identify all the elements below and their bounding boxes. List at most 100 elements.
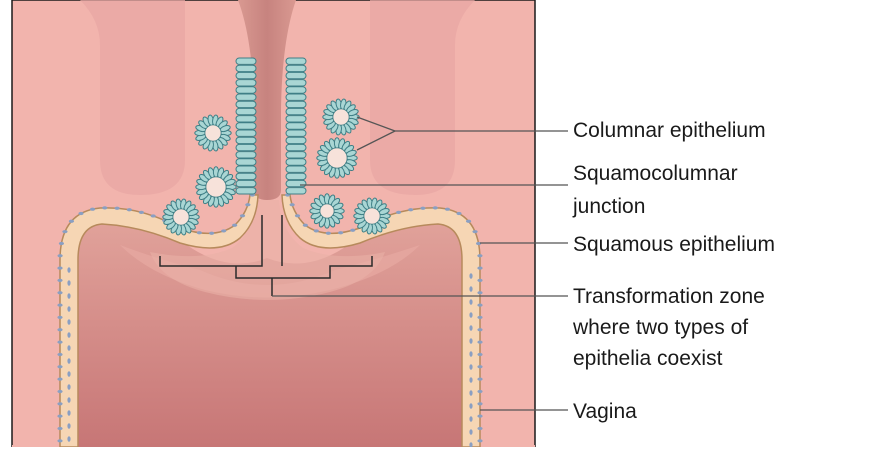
cell-nucleus	[57, 390, 62, 393]
cell-nucleus	[477, 279, 482, 282]
cell-nucleus	[245, 203, 250, 206]
columnar-cell	[236, 116, 256, 122]
label-squamocolumnar-junction-line2: junction	[573, 195, 645, 219]
cell-nucleus	[67, 306, 70, 312]
columnar-cell	[286, 152, 306, 158]
cell-nucleus	[477, 439, 482, 442]
cell-nucleus	[57, 328, 62, 331]
columnar-cell	[286, 72, 306, 78]
cell-nucleus	[114, 207, 119, 210]
label-squamous-epithelium: Squamous epithelium	[573, 233, 775, 257]
cell-nucleus	[396, 211, 401, 214]
cell-nucleus	[67, 358, 70, 364]
cell-nucleus	[338, 231, 343, 234]
columnar-cell	[286, 123, 306, 129]
cell-nucleus	[67, 267, 70, 273]
columnar-cell	[286, 116, 306, 122]
cell-nucleus	[477, 390, 482, 393]
cell-nucleus	[57, 341, 62, 344]
columnar-cell	[236, 80, 256, 86]
cell-nucleus	[67, 423, 70, 429]
cell-nucleus	[62, 230, 67, 233]
columnar-cell	[286, 137, 306, 143]
columnar-cell	[286, 173, 306, 179]
cell-nucleus	[469, 416, 472, 422]
columnar-cell	[236, 94, 256, 100]
cell-nucleus	[472, 230, 477, 233]
cell-nucleus	[57, 279, 62, 282]
cell-nucleus	[477, 353, 482, 356]
columnar-cell	[286, 188, 306, 194]
columnar-cells-left	[236, 58, 256, 194]
cell-nucleus	[477, 365, 482, 368]
cell-nucleus	[469, 364, 472, 370]
cell-nucleus	[469, 390, 472, 396]
cell-nucleus	[57, 439, 62, 442]
cell-nucleus	[240, 214, 245, 217]
columnar-cell	[236, 87, 256, 93]
columnar-cell	[286, 65, 306, 71]
gland	[163, 199, 199, 236]
gland	[310, 194, 344, 228]
gland	[195, 115, 231, 152]
cell-nucleus	[67, 384, 70, 390]
columnar-cell	[236, 173, 256, 179]
columnar-cell	[286, 87, 306, 93]
gland-lumen	[327, 148, 347, 168]
cell-nucleus	[127, 208, 132, 211]
label-vagina: Vagina	[573, 400, 637, 424]
cell-nucleus	[469, 325, 472, 331]
cell-nucleus	[57, 427, 62, 430]
gland-lumen	[333, 109, 349, 125]
cell-nucleus	[67, 410, 70, 416]
label-squamocolumnar-junction-line1: Squamocolumnar	[573, 162, 738, 186]
cell-nucleus	[456, 212, 461, 215]
columnar-cell	[236, 123, 256, 129]
cell-nucleus	[197, 231, 202, 234]
cell-nucleus	[445, 208, 450, 211]
cell-nucleus	[221, 229, 226, 232]
cell-nucleus	[477, 254, 482, 257]
cell-nucleus	[469, 338, 472, 344]
cell-nucleus	[67, 397, 70, 403]
cell-nucleus	[67, 293, 70, 299]
cell-nucleus	[59, 242, 64, 245]
cell-nucleus	[469, 312, 472, 318]
gland-lumen	[206, 177, 226, 197]
columnar-cell	[286, 159, 306, 165]
columnar-cells-right	[286, 58, 306, 194]
columnar-cell	[286, 144, 306, 150]
cell-nucleus	[69, 220, 74, 223]
cell-nucleus	[139, 211, 144, 214]
columnar-cell	[286, 180, 306, 186]
columnar-cell	[236, 101, 256, 107]
gland-lumen	[205, 125, 221, 141]
columnar-cell	[236, 188, 256, 194]
label-transformation-zone-line2: where two types of	[573, 316, 748, 340]
cell-nucleus	[57, 365, 62, 368]
cell-nucleus	[477, 303, 482, 306]
gland	[323, 99, 359, 136]
cell-nucleus	[57, 316, 62, 319]
cell-nucleus	[57, 415, 62, 418]
columnar-cell	[236, 130, 256, 136]
cell-nucleus	[326, 232, 331, 235]
cell-nucleus	[469, 273, 472, 279]
cell-nucleus	[232, 224, 237, 227]
cell-nucleus	[57, 378, 62, 381]
cell-nucleus	[433, 206, 438, 209]
cell-nucleus	[469, 403, 472, 409]
cell-nucleus	[67, 319, 70, 325]
cell-nucleus	[67, 436, 70, 442]
cell-nucleus	[78, 212, 83, 215]
gland-lumen	[320, 204, 334, 218]
columnar-cell	[236, 65, 256, 71]
columnar-cell	[286, 58, 306, 64]
cell-nucleus	[477, 291, 482, 294]
gland-lumen	[173, 209, 189, 225]
cell-nucleus	[477, 427, 482, 430]
cell-nucleus	[57, 266, 62, 269]
columnar-cell	[236, 166, 256, 172]
